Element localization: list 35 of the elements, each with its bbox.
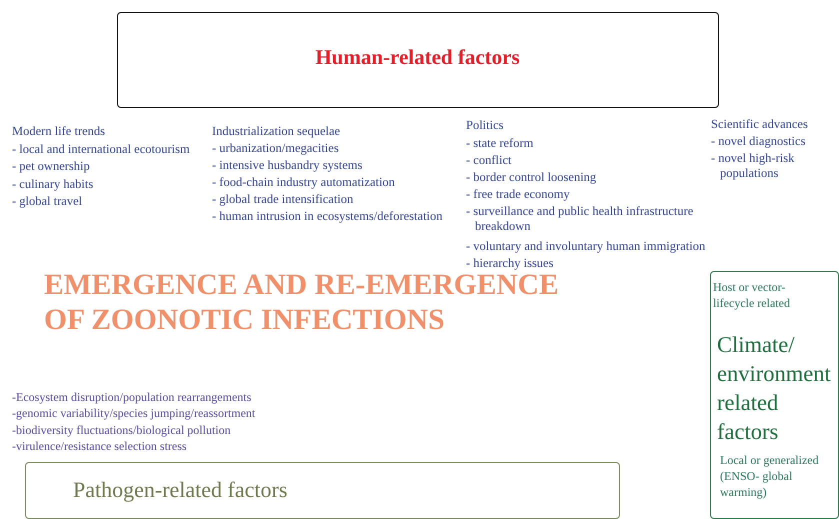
list-heading: Industrialization sequelae xyxy=(212,124,340,139)
list-item: - global travel xyxy=(12,194,82,209)
list-item: - global trade intensification xyxy=(212,192,354,207)
list-item: - human intrusion in ecosystems/deforestation xyxy=(212,209,443,224)
factor-box xyxy=(25,462,620,519)
list-item: - novel diagnostics xyxy=(711,134,806,149)
list-item: -genomic variability/species jumping/reassortment xyxy=(12,406,256,422)
list-item: -virulence/resistance selection stress xyxy=(12,438,187,454)
list-item: - voluntary and involuntary human immigration xyxy=(466,239,706,254)
list-item: - novel high-risk populations xyxy=(711,151,796,181)
central-title: EMERGENCE AND RE-EMERGENCE OF ZOONOTIC INFECTIONS xyxy=(44,269,560,338)
list-heading: Politics xyxy=(466,118,504,133)
box-heading: Human-related factors xyxy=(314,45,521,70)
list-item: - local and international ecotourism xyxy=(12,142,190,156)
box-note: Host or vector-lifecycle related xyxy=(713,279,791,311)
list-item: - surveillance and public health infrastructure breakdown xyxy=(466,204,694,234)
list-item: - urbanization/megacities xyxy=(212,141,339,156)
list-heading: Modern life trends xyxy=(12,124,106,139)
list-item: - conflict xyxy=(466,153,512,168)
factor-box xyxy=(117,12,719,108)
list-item: - food-chain industry automatization xyxy=(212,175,395,190)
list-item: - pet ownership xyxy=(12,159,90,174)
factor-box xyxy=(710,271,839,519)
box-note: Local or generalized (ENSO- global warming) xyxy=(720,452,820,500)
list-item: -Ecosystem disruption/population rearrangements xyxy=(12,390,252,405)
list-item: - border control loosening xyxy=(466,170,596,185)
list-heading: Scientific advances xyxy=(711,117,808,132)
list-item: - intensive husbandry systems xyxy=(212,158,362,173)
list-item: - state reform xyxy=(466,136,534,150)
list-item: - culinary habits xyxy=(12,176,94,192)
list-item: - hierarchy issues xyxy=(466,256,554,271)
box-heading: Pathogen-related factors xyxy=(73,477,288,503)
list-item: -biodiversity fluctuations/biological pollution xyxy=(12,422,231,438)
list-item: - free trade economy xyxy=(466,187,570,202)
box-heading: Climate/ environment related factors xyxy=(717,331,832,446)
